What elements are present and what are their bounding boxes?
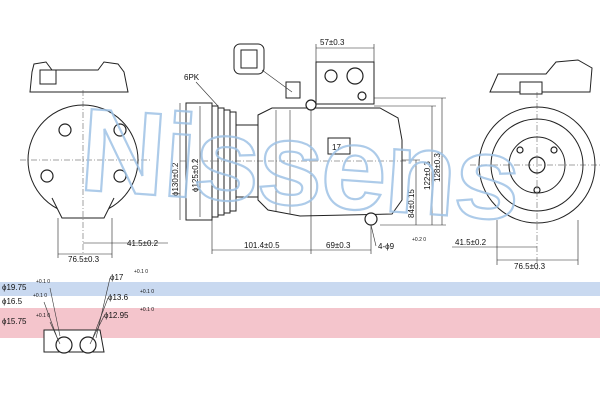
port-fitting-right [79, 336, 97, 354]
manifold-port-small [357, 91, 367, 101]
electrical-connector [285, 81, 301, 99]
port-b-tol: +0.1 0 [33, 293, 47, 299]
dim-122-label: 122±0.3 [423, 161, 432, 190]
manifold-port-left [324, 69, 338, 83]
left-rear-hole-right [113, 123, 127, 137]
center-side-view: 17 57±0.3 6PK ϕ130±0.2 ϕ125±0.2 84±0.15 … [171, 38, 446, 254]
dim-101-label: 101.4±0.5 [244, 241, 280, 250]
compressor-body [257, 107, 403, 217]
port-b-leader [43, 301, 59, 341]
section-box [327, 137, 351, 155]
dim-69-label: 69±0.3 [326, 241, 351, 250]
left-rear-hole-left [40, 169, 54, 183]
port-d-tol: +0.1 0 [134, 269, 148, 275]
dim-130-label: ϕ130±0.2 [171, 162, 180, 196]
connector-detail-leader [261, 69, 293, 93]
left-rear-hole-bottom [113, 169, 127, 183]
port-fitting-left [55, 336, 73, 354]
port-a-leader [49, 287, 61, 337]
brand-watermark: Nissens [76, 84, 523, 246]
port-c-leader [49, 321, 61, 345]
right-front-bolt-2 [550, 146, 558, 154]
left-rear-hole-top [58, 123, 72, 137]
pulley-grooves [211, 105, 237, 218]
port-detail: ϕ19.75 +0.1 0 ϕ16.5 +0.1 0 ϕ15.75 +0.1 0… [2, 269, 154, 354]
port-f-leader [89, 315, 105, 345]
port-a-tol: +0.1 0 [36, 279, 50, 285]
port-c-label: ϕ15.75 [2, 317, 27, 326]
dim-84-label: 84±0.15 [407, 189, 416, 218]
port-a-label: ϕ19.75 [2, 283, 27, 292]
port-f-label: ϕ12.95 [104, 311, 129, 320]
belt-label: 6PK [184, 73, 200, 82]
left-rear-view: 41.5±0.2 76.5±0.3 [20, 61, 168, 264]
section-17-label: 17 [332, 143, 341, 152]
port-f-tol: +0.1 0 [140, 307, 154, 313]
manifold-port-right [346, 67, 364, 85]
port-e-leader [91, 297, 109, 341]
right-front-view: 41.5±0.2 76.5±0.3 [452, 59, 600, 271]
belt-leader [195, 81, 219, 107]
dim-128-label: 128±0.3 [433, 153, 442, 182]
port-e-label: ϕ13.6 [108, 293, 129, 302]
right-front-dim-41: 41.5±0.2 [455, 238, 487, 247]
holes-tolerance: +0.2 0 [412, 237, 426, 243]
right-front-bolt-1 [516, 146, 524, 154]
port-d-label: ϕ17 [110, 273, 124, 282]
dim-125-label: ϕ125±0.2 [191, 158, 200, 192]
dim-57-label: 57±0.3 [320, 38, 345, 47]
port-b-label: ϕ16.5 [2, 297, 23, 306]
left-rear-dim-41: 41.5±0.2 [127, 239, 159, 248]
right-front-top-ear [489, 59, 593, 93]
left-rear-fitting [39, 69, 57, 85]
pulley-face [185, 102, 213, 221]
right-front-dim-76: 76.5±0.3 [514, 262, 546, 271]
right-front-fitting [519, 81, 543, 95]
blue-band [0, 282, 600, 296]
connector-detail [233, 43, 293, 93]
left-rear-dim-76: 76.5±0.3 [68, 255, 100, 264]
holes-label: 4-ϕ9 [378, 242, 395, 251]
port-e-tol: +0.1 0 [140, 289, 154, 295]
port-c-tol: +0.1 0 [36, 313, 50, 319]
holes-leader [370, 224, 377, 247]
connector-detail-inner [240, 49, 258, 69]
